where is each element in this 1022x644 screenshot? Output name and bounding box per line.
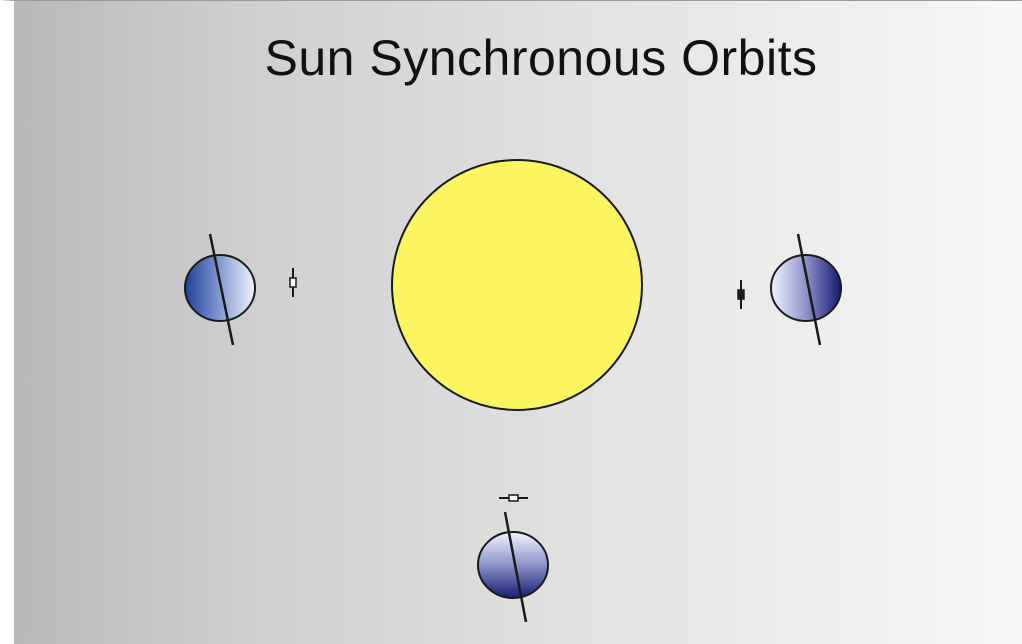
earth-left <box>184 233 256 346</box>
satellite-right <box>737 280 745 309</box>
earth-bottom <box>477 511 549 623</box>
satellite-left <box>289 268 297 297</box>
sun <box>391 159 643 411</box>
rotation-axis <box>796 233 822 346</box>
satellite-bottom <box>499 494 528 502</box>
rotation-axis <box>503 511 528 623</box>
slide-title: Sun Synchronous Orbits <box>264 30 818 86</box>
earth-right <box>770 233 842 346</box>
rotation-axis <box>208 233 235 346</box>
